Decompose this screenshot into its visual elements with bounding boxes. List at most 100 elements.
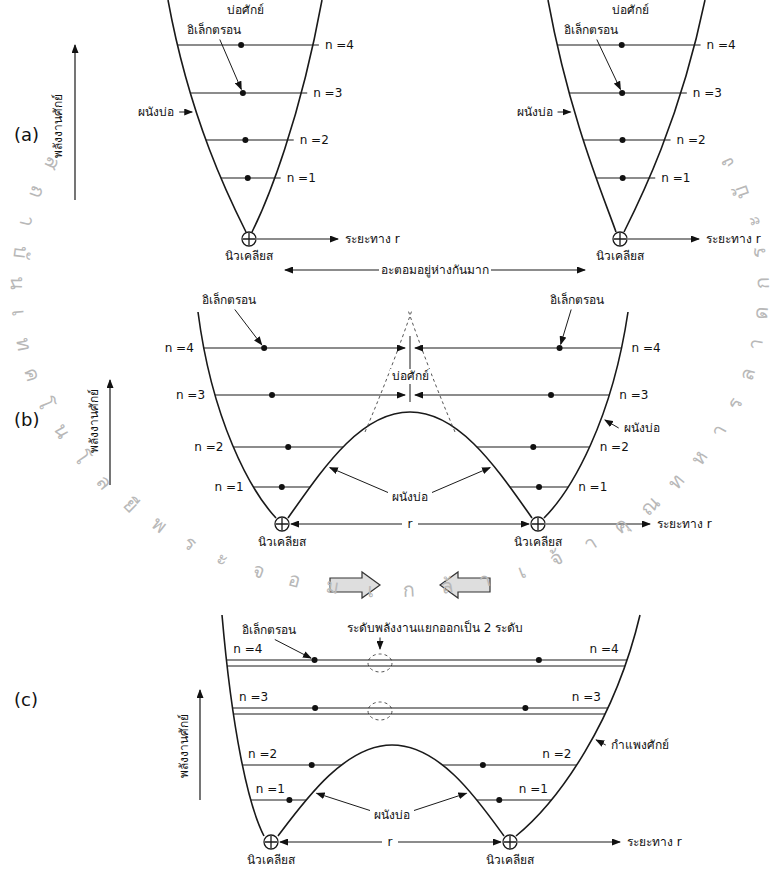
distance-axis xyxy=(546,523,650,524)
energy-level xyxy=(242,764,341,765)
panel-letter: (b) xyxy=(12,409,41,432)
watermark-letter: เ xyxy=(514,560,528,581)
electron-label: อิเล็กตรอน xyxy=(185,23,243,38)
watermark-letter: ด xyxy=(750,306,771,321)
distance-label: ระยะทาง r xyxy=(625,835,684,850)
electron-dot xyxy=(242,137,248,143)
leader-arrow xyxy=(235,310,262,345)
watermark-letter: บั xyxy=(730,182,753,201)
well-label: บ่อศักย์ xyxy=(390,369,431,384)
watermark-letter: พ xyxy=(148,513,171,537)
split-label: ระดับพลังงานแยกออกเป็น 2 ระดับ xyxy=(345,621,525,636)
watermark-letter: เ xyxy=(9,309,29,318)
nucleus-label: นิวเคลียส xyxy=(484,853,536,868)
level-label: n =2 xyxy=(598,440,631,455)
leader-arrow xyxy=(561,310,571,345)
energy-level xyxy=(177,44,318,45)
energy-level xyxy=(204,347,405,348)
watermark-letter: ณ xyxy=(636,491,664,519)
level-label: n =1 xyxy=(254,782,287,797)
watermark-letter: ก xyxy=(403,579,416,600)
energy-level xyxy=(583,139,670,140)
well-wall xyxy=(222,615,264,836)
energy-level xyxy=(443,764,577,765)
watermark-letter: ล xyxy=(736,366,759,383)
axis-label: พลังงานศักย์ xyxy=(87,386,102,454)
distance-axis xyxy=(518,841,620,842)
electron-dot xyxy=(312,657,318,663)
watermark-letter: า xyxy=(580,532,600,555)
level-label: n =1 xyxy=(212,480,245,495)
well-label: บ่อศักย์ xyxy=(610,3,651,18)
level-label: n =2 xyxy=(246,747,279,762)
well-wall xyxy=(624,0,705,232)
nucleus-label: นิวเคลียส xyxy=(245,853,297,868)
watermark-letter: จ xyxy=(250,559,268,582)
electron-dot xyxy=(480,762,486,768)
wall-label: ผนังบ่อ xyxy=(390,490,430,505)
leader-arrow xyxy=(220,40,242,90)
nucleus-symbol xyxy=(275,517,289,531)
level-label: n =4 xyxy=(323,38,356,53)
distance-label: ระยะทาง r xyxy=(704,232,763,247)
leader-arrow xyxy=(179,112,192,113)
level-label: n =1 xyxy=(285,171,318,186)
electron-dot xyxy=(620,137,626,143)
leader-arrow xyxy=(414,793,466,810)
distance-axis xyxy=(257,238,338,239)
energy-axis xyxy=(74,45,75,200)
electron-dot xyxy=(279,484,285,490)
watermark-letter: ร xyxy=(180,532,200,555)
energy-level xyxy=(190,92,307,93)
panel-letter: (a) xyxy=(12,124,41,147)
energy-level xyxy=(227,665,625,666)
nucleus-symbol xyxy=(613,232,627,246)
level-label: n =4 xyxy=(163,341,196,356)
watermark-letter: า xyxy=(745,337,767,351)
watermark-letter: ห xyxy=(687,447,711,469)
level-label: n =4 xyxy=(231,642,264,657)
energy-level xyxy=(215,394,405,395)
electron-label: อิเล็กตรอน xyxy=(562,23,620,38)
electron-label: อิเล็กตรอน xyxy=(240,623,298,638)
level-label: n =4 xyxy=(705,38,738,53)
split-ellipse xyxy=(368,654,392,672)
nucleus-label: นิวเคลียส xyxy=(594,249,646,264)
well-label: บ่อศักย์ xyxy=(225,3,266,18)
energy-axis xyxy=(199,690,200,800)
electron-dot xyxy=(312,705,318,711)
nucleus-label: นิวเคลียส xyxy=(256,535,308,550)
leader-arrow xyxy=(317,793,370,810)
level-label: n =2 xyxy=(298,133,331,148)
leader-arrow xyxy=(330,468,388,493)
well-wall xyxy=(168,0,246,232)
level-label: n =1 xyxy=(659,171,692,186)
level-label: n =1 xyxy=(576,480,609,495)
electron-dot xyxy=(285,444,291,450)
well-wall xyxy=(252,0,322,232)
watermark-letter: ท xyxy=(664,471,688,494)
separation-arrow xyxy=(291,523,402,524)
level-label: n =3 xyxy=(691,86,724,101)
leader-arrow xyxy=(275,640,311,659)
level-label: n =3 xyxy=(237,690,270,705)
separation-arrow xyxy=(418,523,529,524)
energy-level xyxy=(233,707,608,708)
nucleus-symbol xyxy=(531,517,545,531)
electron-dot xyxy=(619,90,625,96)
level-label: n =1 xyxy=(517,782,550,797)
electron-dot xyxy=(496,797,502,803)
electron-dot xyxy=(286,797,292,803)
distance-label: ระยะทาง r xyxy=(343,232,402,247)
nucleus-label: นิวเคลียส xyxy=(223,249,275,264)
electron-dot xyxy=(620,175,626,181)
r-label: r xyxy=(406,517,415,532)
watermark-letter: อ xyxy=(287,569,304,591)
panel-letter: (c) xyxy=(12,689,40,712)
electron-dot xyxy=(261,345,267,351)
energy-level xyxy=(569,92,687,93)
level-label: n =3 xyxy=(174,388,207,403)
electron-dot xyxy=(522,705,528,711)
watermark-letter: น xyxy=(8,275,28,289)
level-label: n =2 xyxy=(192,440,225,455)
